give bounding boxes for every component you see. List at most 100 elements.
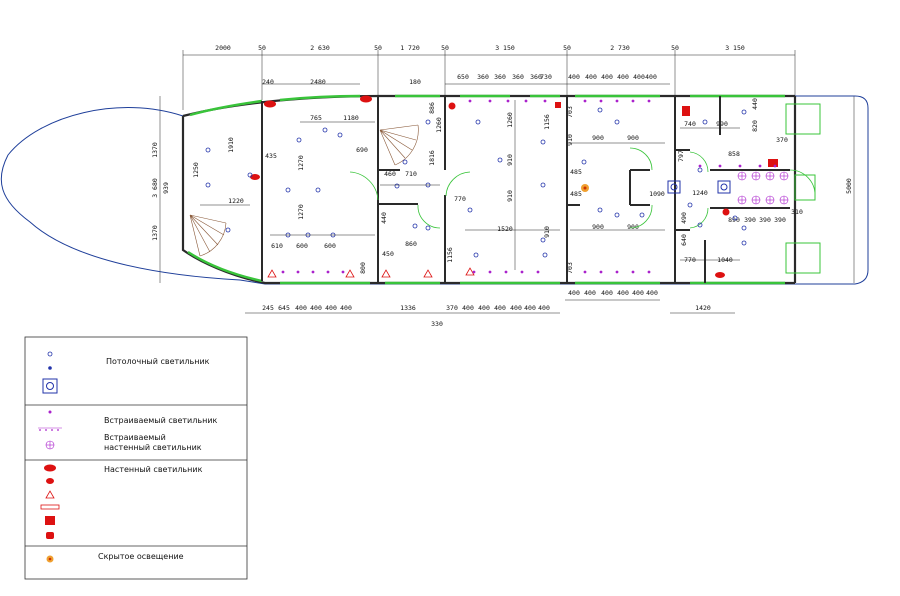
recessed-light [543, 99, 547, 103]
ceiling-light [475, 119, 481, 125]
ceiling-light [467, 207, 473, 213]
fan-chandelier [189, 124, 419, 257]
top-dim-2: 360 [530, 73, 542, 81]
legend-ceiling-symbols [42, 351, 58, 394]
interior-dim: 1520 [497, 225, 513, 233]
recessed-light [468, 99, 472, 103]
interior-dim: 610 [271, 242, 283, 250]
interior-dim: 485 [570, 190, 582, 198]
ceiling-light [697, 222, 703, 228]
bottom-dim-1: 400 [601, 289, 613, 297]
interior-dim: 640 [680, 234, 688, 246]
top-dim-1: 2000 [215, 44, 231, 52]
ceiling-light [732, 215, 738, 221]
ceiling-light [296, 137, 302, 143]
recessed-light [341, 270, 345, 274]
recessed-light [773, 164, 777, 168]
bottom-dim-1: 400 [617, 289, 629, 297]
legend-recessed-wall-line-2: настенный светильник [104, 443, 202, 452]
interior-dim: 440 [380, 212, 388, 224]
top-dim-1: 1 720 [400, 44, 420, 52]
ceiling-light [597, 107, 603, 113]
interior-dim: 1260 [435, 117, 443, 133]
ceiling-light [614, 119, 620, 125]
interior-dim: 770 [454, 195, 466, 203]
top-dim-1: 2 730 [610, 44, 630, 52]
bottom-dim-1: 1336 [400, 304, 416, 312]
recessed-light [536, 270, 540, 274]
interior-dim: 600 [324, 242, 336, 250]
interior-dim: 910 [566, 134, 574, 146]
legend-recessed-label: Встраиваемый светильник [104, 416, 218, 425]
wall-lamp-triangles [267, 267, 475, 278]
recessed-light [698, 164, 702, 168]
ceiling-light [540, 182, 546, 188]
interior-dim: 1260 [506, 112, 514, 128]
ceiling-light [412, 223, 418, 229]
bottom-dim-1: 1420 [695, 304, 711, 312]
bottom-dim-1: 400 [295, 304, 307, 312]
interior-dim: 800 [359, 262, 367, 274]
bottom-dim-1: 400 [478, 304, 490, 312]
top-dim-2: 400 [585, 73, 597, 81]
top-dim-1: 50 [258, 44, 266, 52]
top-dim-2: 400 [645, 73, 657, 81]
recessed-light [488, 99, 492, 103]
interior-dim: 600 [296, 242, 308, 250]
interior-dim: 1270 [297, 155, 305, 171]
recessed-light [647, 270, 651, 274]
recessed-light [488, 270, 492, 274]
recessed-light [520, 270, 524, 274]
recessed-light [506, 99, 510, 103]
bottom-dim-1: 400 [568, 289, 580, 297]
top-dim-2: 240 [262, 78, 274, 86]
top-dim-1: 50 [374, 44, 382, 52]
ceiling-light [337, 132, 343, 138]
wall-lamp-symbols [250, 95, 778, 278]
interior-dim: 1156 [446, 247, 454, 263]
ceiling-light [425, 119, 431, 125]
bottom-dim-1: 370 [446, 304, 458, 312]
interior-dim: 440 [751, 98, 759, 110]
bottom-dim-2: 330 [431, 320, 443, 328]
ceiling-light [205, 147, 211, 153]
top-dim-1: 3 150 [495, 44, 515, 52]
bottom-dim-1: 400 [632, 289, 644, 297]
recessed-light [583, 270, 587, 274]
bottom-dim-1: 400 [510, 304, 522, 312]
top-dim-2: 730 [540, 73, 552, 81]
ceiling-light [285, 187, 291, 193]
interior-dim: 370 [776, 136, 788, 144]
interior-walls [261, 96, 790, 283]
interior-dim: 1910 [227, 137, 235, 153]
bottom-dim-1: 400 [494, 304, 506, 312]
top-dim-1: 50 [441, 44, 449, 52]
bottom-dim-1: 400 [310, 304, 322, 312]
bottom-dim-1: 400 [462, 304, 474, 312]
bottom-dim-1: 400 [538, 304, 550, 312]
interior-dim: 390 [759, 216, 771, 224]
top-dim-2: 400 [633, 73, 645, 81]
interior-dim: 900 [592, 134, 604, 142]
recessed-light-symbols [281, 99, 777, 274]
legend-hidden-symbol [46, 555, 54, 563]
dimension-lines [159, 50, 855, 314]
recessed-light [311, 270, 315, 274]
ceiling-light [540, 237, 546, 243]
recessed-light [615, 270, 619, 274]
ceiling-light [702, 119, 708, 125]
recessed-light [599, 99, 603, 103]
top-dim-2: 360 [512, 73, 524, 81]
ceiling-light [322, 127, 328, 133]
recessed-light [718, 164, 722, 168]
interior-dim: 460 [384, 170, 396, 178]
interior-dim: 690 [356, 146, 368, 154]
interior-dim: 1250 [192, 162, 200, 178]
top-dim-2: 400 [617, 73, 629, 81]
square-ceiling-lights [667, 180, 731, 194]
stairs [785, 103, 821, 274]
